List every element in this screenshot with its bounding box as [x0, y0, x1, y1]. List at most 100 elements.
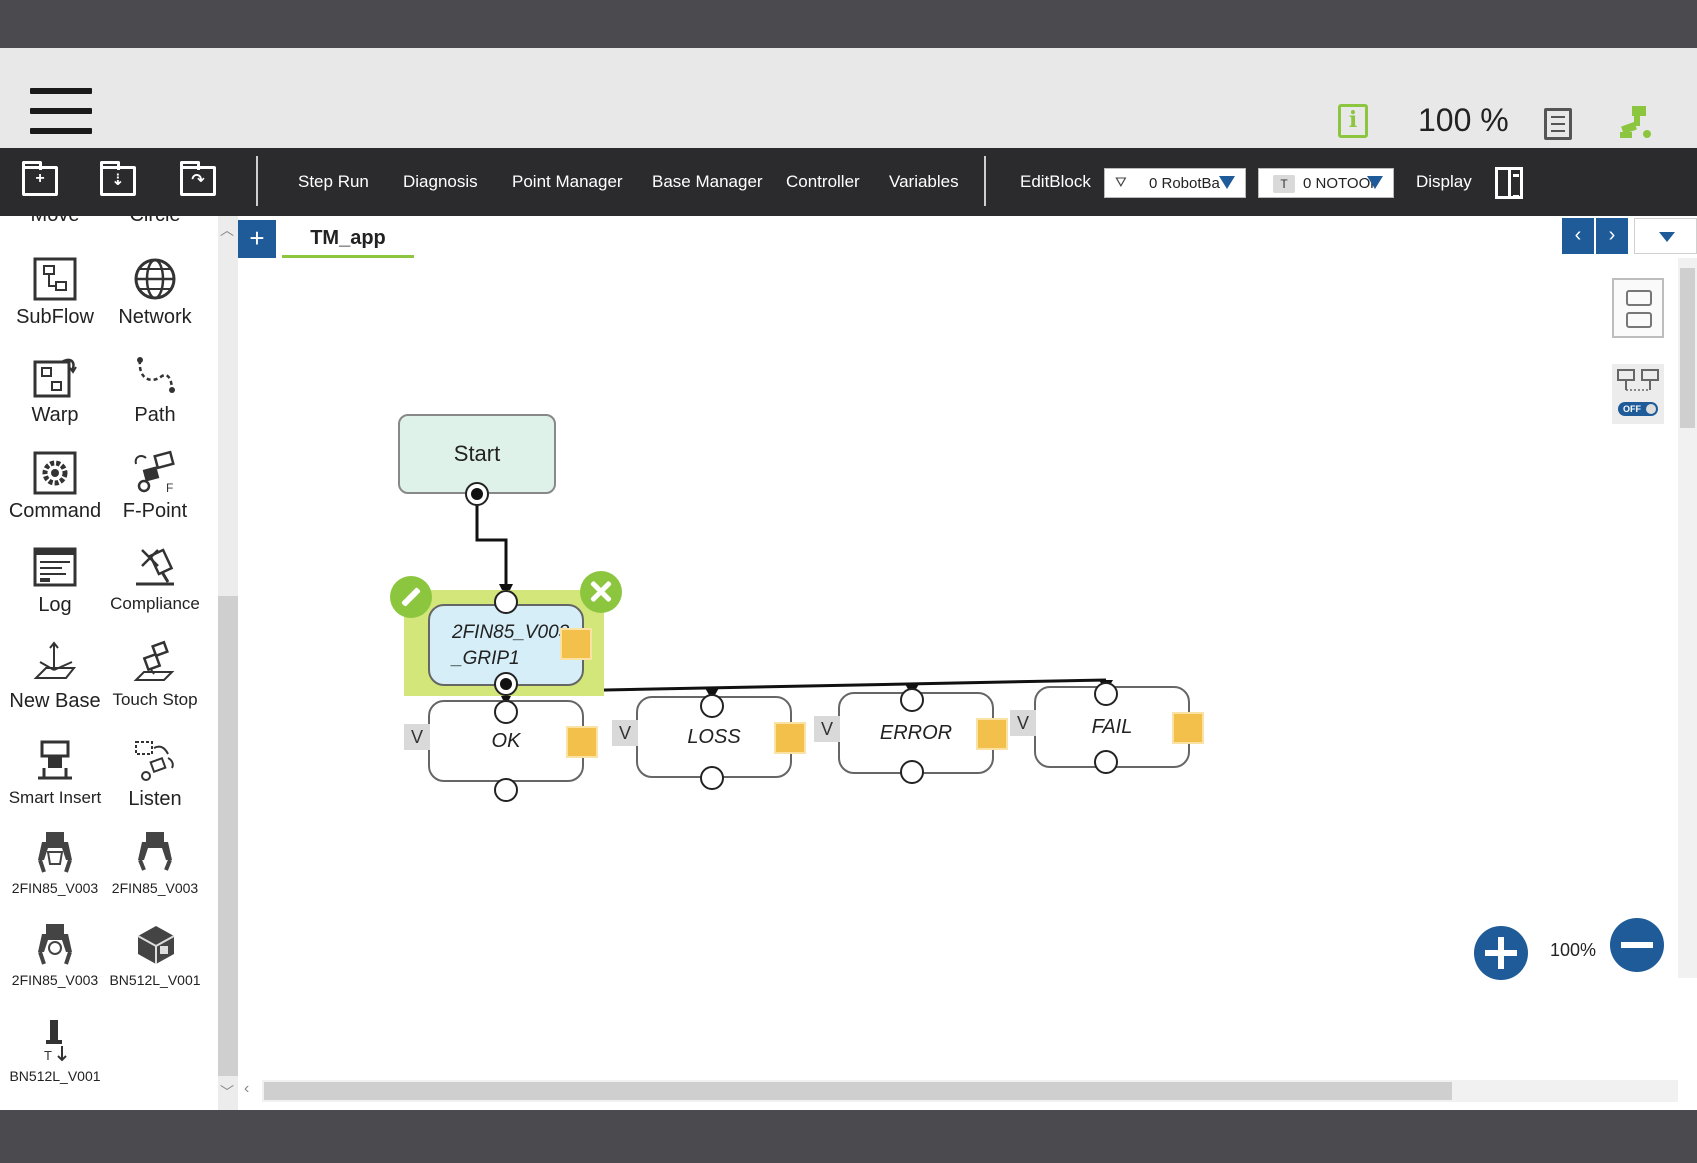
- zoom-out-icon[interactable]: [1610, 918, 1664, 972]
- chevron-down-icon: [1219, 176, 1235, 189]
- branch-input-port[interactable]: [900, 688, 924, 712]
- palette-item-move[interactable]: Move: [0, 216, 110, 227]
- gripper-output-port[interactable]: [494, 672, 518, 696]
- panel-layout-icon[interactable]: [1495, 167, 1523, 199]
- window-frame-bottom: [0, 1110, 1697, 1163]
- branch-output-port[interactable]: [900, 760, 924, 784]
- palette-item-warp[interactable]: Warp: [0, 354, 110, 427]
- chevron-left-icon[interactable]: ‹: [1562, 218, 1594, 254]
- chevron-down-icon[interactable]: ﹀: [220, 1084, 234, 1100]
- flow-layout-icon[interactable]: [1612, 278, 1664, 338]
- display-link[interactable]: Display: [1416, 172, 1472, 191]
- palette-item-2fin85-a[interactable]: 2FIN85_V003: [0, 830, 110, 896]
- edit-block-link[interactable]: EditBlock: [1020, 172, 1091, 191]
- gripper-settings-icon[interactable]: [560, 628, 592, 660]
- base-select[interactable]: ⛛ 0 RobotBa: [1104, 168, 1246, 198]
- tab-tm-app[interactable]: TM_app: [282, 220, 414, 258]
- branch-output-port[interactable]: [1094, 750, 1118, 774]
- gripper-node-label-2: _GRIP1: [452, 648, 520, 669]
- branch-label: FAIL: [1091, 716, 1133, 738]
- branch-output-port[interactable]: [700, 766, 724, 790]
- palette-scrollbar-thumb[interactable]: [218, 596, 238, 1076]
- chevron-right-icon[interactable]: ›: [1596, 218, 1628, 254]
- palette-item-circle[interactable]: Circle: [100, 216, 210, 227]
- gripper-input-port[interactable]: [494, 590, 518, 614]
- branch-tag[interactable]: V: [814, 716, 840, 742]
- branch-tag[interactable]: V: [612, 720, 638, 746]
- palette-item-network[interactable]: Network: [100, 256, 210, 329]
- point-manager-link[interactable]: Point Manager: [512, 172, 623, 191]
- palette-item-listen[interactable]: Listen: [100, 738, 210, 811]
- subflow-tree-icon[interactable]: [566, 726, 598, 758]
- palette-item-2fin85-c[interactable]: 2FIN85_V003: [0, 922, 110, 988]
- palette-item-label: BN512L_V001: [9, 1068, 101, 1084]
- tab-menu-dropdown[interactable]: [1634, 218, 1697, 254]
- palette-item-bn512l-a[interactable]: BN512L_V001: [100, 922, 210, 988]
- subflow-icon: [33, 257, 77, 301]
- subflow-tree-icon[interactable]: [976, 718, 1008, 750]
- add-tab-button[interactable]: +: [238, 220, 276, 258]
- diagnosis-link[interactable]: Diagnosis: [403, 172, 478, 191]
- palette-item-label: Circle: [100, 216, 210, 227]
- subflow-tree-icon[interactable]: [1172, 712, 1204, 744]
- info-icon[interactable]: i: [1338, 104, 1368, 138]
- branch-input-port[interactable]: [1094, 682, 1118, 706]
- branch-label: LOSS: [687, 726, 741, 748]
- start-output-port[interactable]: [465, 482, 489, 506]
- speed-readout[interactable]: 100 %: [1418, 102, 1509, 138]
- gear-icon: [33, 451, 77, 495]
- f-point-icon: F: [134, 450, 175, 495]
- off-toggle-switch[interactable]: OFF: [1618, 402, 1658, 416]
- palette-item-label: Command: [8, 500, 102, 522]
- palette-item-bn512l-b[interactable]: T BN512L_V001: [0, 1018, 110, 1084]
- palette-item-touch-stop[interactable]: Touch Stop: [100, 640, 210, 710]
- log-icon[interactable]: [1544, 108, 1572, 140]
- variables-link[interactable]: Variables: [889, 172, 959, 191]
- controller-link[interactable]: Controller: [786, 172, 860, 191]
- palette-item-new-base[interactable]: New Base: [0, 640, 110, 713]
- step-run-link[interactable]: Step Run: [298, 172, 369, 191]
- hamburger-menu-icon[interactable]: [30, 88, 92, 134]
- touch-stop-icon: [133, 640, 175, 681]
- zoom-in-icon[interactable]: [1474, 926, 1528, 980]
- chevron-left-icon[interactable]: ‹: [244, 1080, 250, 1097]
- branch-input-port[interactable]: [494, 700, 518, 724]
- canvas-vertical-scrollbar-thumb[interactable]: [1680, 268, 1695, 428]
- base-icon: ⛛: [1115, 174, 1127, 190]
- branch-output-port[interactable]: [494, 778, 518, 802]
- subflow-tree-icon[interactable]: [774, 722, 806, 754]
- open-project-icon[interactable]: ⇣: [100, 161, 138, 198]
- base-manager-link[interactable]: Base Manager: [652, 172, 763, 191]
- branch-label: ERROR: [879, 722, 953, 744]
- palette-item-subflow[interactable]: SubFlow: [0, 256, 110, 329]
- palette-item-log[interactable]: Log: [0, 544, 110, 617]
- close-icon[interactable]: [580, 571, 622, 613]
- gripper-node-label: 2FIN85_V003: [452, 622, 570, 643]
- palette-item-path[interactable]: Path: [100, 354, 210, 427]
- auto-connect-toggle[interactable]: OFF: [1612, 364, 1664, 424]
- palette-item-2fin85-b[interactable]: 2FIN85_V003: [100, 830, 210, 896]
- palette-item-command[interactable]: Command: [0, 450, 110, 523]
- branch-tag[interactable]: V: [404, 724, 430, 750]
- start-node[interactable]: Start: [398, 414, 556, 494]
- palette-item-label: SubFlow: [16, 306, 94, 328]
- palette-item-compliance[interactable]: Compliance: [100, 544, 210, 614]
- save-project-icon[interactable]: ↷: [180, 161, 218, 198]
- robot-status-icon[interactable]: [1618, 104, 1652, 140]
- palette-item-f-point[interactable]: F F-Point: [100, 450, 210, 523]
- chevron-up-icon[interactable]: ︿: [220, 222, 234, 238]
- new-project-icon[interactable]: +: [22, 161, 60, 198]
- canvas-vertical-scrollbar[interactable]: [1678, 258, 1697, 978]
- gripper-icon: [138, 832, 172, 871]
- branch-input-port[interactable]: [700, 694, 724, 718]
- palette-item-label: Listen: [128, 788, 182, 810]
- branch-tag[interactable]: V: [1010, 710, 1036, 736]
- toolbar-divider: [256, 156, 258, 206]
- tool-select[interactable]: T 0 NOTOOl: [1258, 168, 1394, 198]
- palette-item-smart-insert[interactable]: Smart Insert: [0, 738, 110, 808]
- branch-label: OK: [491, 730, 521, 752]
- canvas-horizontal-scrollbar-thumb[interactable]: [264, 1082, 1452, 1100]
- edit-node-icon[interactable]: [390, 576, 432, 618]
- node-palette: Move Circle SubFlow Network Warp Path Co…: [0, 216, 238, 1110]
